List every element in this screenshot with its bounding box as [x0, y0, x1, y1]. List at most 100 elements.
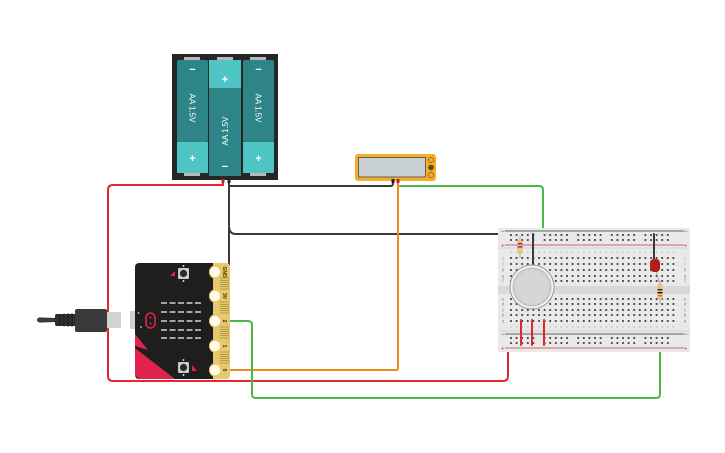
breadboard-hole[interactable] — [655, 314, 658, 316]
breadboard-hole[interactable] — [627, 275, 630, 277]
rail-hole[interactable] — [661, 234, 664, 236]
breadboard-hole[interactable] — [672, 275, 675, 277]
rail-hole[interactable] — [577, 234, 580, 236]
multimeter-mode-volts-icon[interactable] — [428, 172, 434, 178]
rail-hole[interactable] — [666, 337, 669, 339]
rail-hole[interactable] — [588, 342, 591, 344]
breadboard-hole[interactable] — [521, 257, 524, 259]
breadboard-hole[interactable] — [510, 298, 512, 300]
breadboard-hole[interactable] — [571, 298, 574, 300]
rail-hole[interactable] — [644, 337, 647, 339]
breadboard-hole[interactable] — [638, 263, 641, 265]
breadboard-hole[interactable] — [526, 263, 529, 265]
rail-hole[interactable] — [515, 234, 518, 236]
rail-hole[interactable] — [566, 239, 568, 241]
breadboard-hole[interactable] — [560, 263, 563, 265]
rail-hole[interactable] — [560, 234, 563, 236]
rail-hole[interactable] — [616, 239, 619, 241]
breadboard-hole[interactable] — [644, 298, 647, 300]
breadboard-hole[interactable] — [605, 275, 608, 277]
gas-sensor[interactable] — [509, 264, 555, 310]
breadboard-hole[interactable] — [605, 280, 608, 282]
microbit-pin-0[interactable]: 0 — [209, 363, 227, 377]
breadboard-hole[interactable] — [532, 314, 535, 316]
rail-hole[interactable] — [666, 234, 669, 236]
rail-hole[interactable] — [515, 337, 518, 339]
breadboard-hole[interactable] — [543, 314, 546, 316]
breadboard-hole[interactable] — [526, 257, 529, 259]
breadboard-hole[interactable] — [672, 298, 675, 300]
breadboard-hole[interactable] — [633, 280, 636, 282]
breadboard-hole[interactable] — [566, 263, 568, 265]
breadboard-hole[interactable] — [510, 269, 512, 271]
breadboard-hole[interactable] — [510, 275, 512, 277]
breadboard-hole[interactable] — [622, 314, 624, 316]
breadboard-hole[interactable] — [532, 320, 535, 322]
rail-hole[interactable] — [526, 342, 529, 344]
breadboard-hole[interactable] — [627, 263, 630, 265]
rail-hole[interactable] — [610, 342, 613, 344]
breadboard-hole[interactable] — [622, 263, 624, 265]
breadboard-hole[interactable] — [610, 303, 613, 305]
led[interactable] — [650, 233, 660, 283]
breadboard-hole[interactable] — [582, 298, 585, 300]
breadboard-hole[interactable] — [554, 280, 557, 282]
rail-hole[interactable] — [560, 342, 563, 344]
breadboard-hole[interactable] — [599, 257, 602, 259]
breadboard-hole[interactable] — [655, 257, 658, 259]
breadboard-hole[interactable] — [560, 320, 563, 322]
breadboard-hole[interactable] — [627, 303, 630, 305]
breadboard-hole[interactable] — [666, 257, 669, 259]
breadboard-hole[interactable] — [582, 320, 585, 322]
breadboard-hole[interactable] — [515, 309, 518, 311]
breadboard-hole[interactable] — [610, 309, 613, 311]
breadboard-hole[interactable] — [510, 303, 512, 305]
breadboard-hole[interactable] — [582, 314, 585, 316]
rail-hole[interactable] — [627, 342, 630, 344]
battery-pack[interactable]: − + AA 1.5V + − AA 1.5V − + AA 1.5V — [172, 54, 278, 183]
breadboard-hole[interactable] — [644, 275, 647, 277]
rail-hole[interactable] — [554, 342, 557, 344]
breadboard-hole[interactable] — [594, 309, 596, 311]
breadboard-hole[interactable] — [566, 269, 568, 271]
rail-hole[interactable] — [622, 239, 624, 241]
breadboard-hole[interactable] — [566, 309, 568, 311]
breadboard-hole[interactable] — [622, 257, 624, 259]
breadboard-hole[interactable] — [672, 303, 675, 305]
breadboard-hole[interactable] — [560, 257, 563, 259]
rail-hole[interactable] — [549, 342, 552, 344]
breadboard-hole[interactable] — [650, 257, 652, 259]
rail-hole[interactable] — [655, 342, 658, 344]
rail-hole[interactable] — [594, 337, 596, 339]
breadboard-hole[interactable] — [582, 263, 585, 265]
rail-hole[interactable] — [599, 234, 602, 236]
breadboard-hole[interactable] — [672, 263, 675, 265]
breadboard-hole[interactable] — [610, 257, 613, 259]
breadboard-hole[interactable] — [510, 309, 512, 311]
breadboard-hole[interactable] — [650, 298, 652, 300]
breadboard-hole[interactable] — [549, 320, 552, 322]
wire-black-battery-to-breadboard-rail[interactable] — [228, 225, 512, 235]
rail-hole[interactable] — [666, 239, 669, 241]
rail-hole[interactable] — [627, 337, 630, 339]
breadboard-hole[interactable] — [571, 303, 574, 305]
breadboard-hole[interactable] — [666, 309, 669, 311]
rail-hole[interactable] — [515, 239, 518, 241]
breadboard-hole[interactable] — [610, 280, 613, 282]
breadboard-hole[interactable] — [633, 303, 636, 305]
breadboard-hole[interactable] — [644, 257, 647, 259]
multimeter-mode-amps-icon[interactable] — [428, 157, 434, 163]
rail-hole[interactable] — [566, 342, 568, 344]
rail-hole[interactable] — [582, 337, 585, 339]
breadboard-hole[interactable] — [549, 303, 552, 305]
rail-hole[interactable] — [599, 239, 602, 241]
rail-hole[interactable] — [521, 239, 524, 241]
breadboard-hole[interactable] — [650, 280, 652, 282]
breadboard-hole[interactable] — [655, 298, 658, 300]
rail-hole[interactable] — [610, 239, 613, 241]
breadboard-hole[interactable] — [571, 275, 574, 277]
rail-hole[interactable] — [526, 239, 529, 241]
breadboard-hole[interactable] — [594, 263, 596, 265]
rail-hole[interactable] — [661, 337, 664, 339]
